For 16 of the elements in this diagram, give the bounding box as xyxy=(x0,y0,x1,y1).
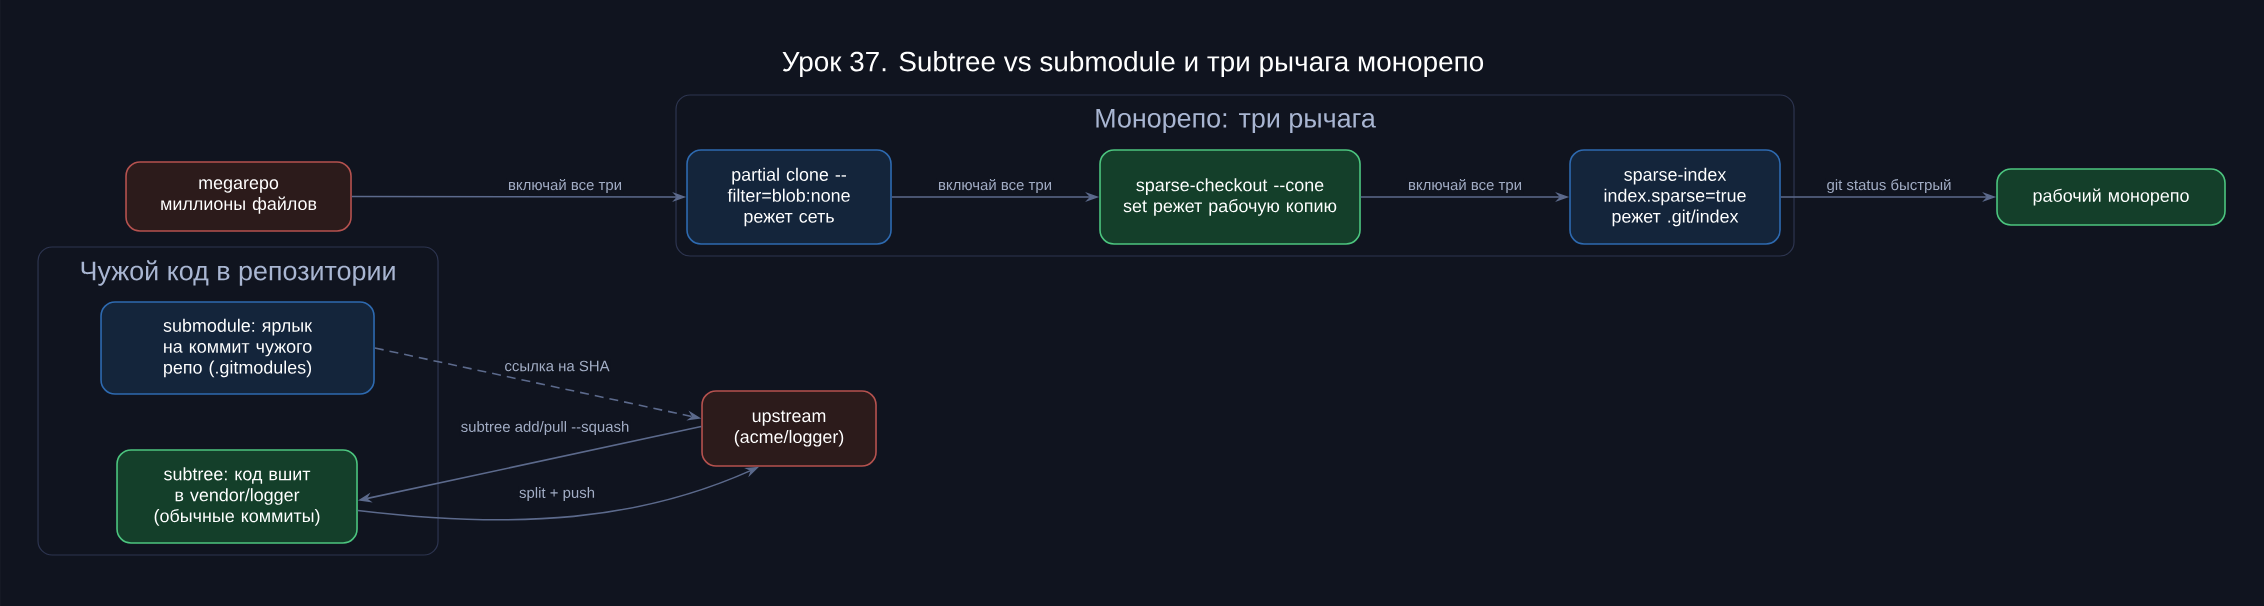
process-box: partial clone --filter=blob:none режет сеть xyxy=(686,149,892,245)
process-box: subtree: код вшит в vendor/logger (обычные коммиты) xyxy=(116,449,358,544)
process-box: submodule: ярлык на коммит чужого репо (.gitmodules) xyxy=(100,301,375,395)
process-box: upstream (acme/logger) xyxy=(701,390,877,467)
edge-label: включай все три xyxy=(939,178,1051,194)
edge-label: split + push xyxy=(519,487,595,501)
process-box: sparse-index index.sparse=true режет .git/index xyxy=(1569,149,1781,245)
title: Урок 37. Subtree vs submodule и три рычага монорепо xyxy=(782,51,1484,77)
edge-label: включай все три xyxy=(1409,178,1521,194)
edge-label: subtree add/pull --squash xyxy=(461,421,629,435)
edge-label: ссылка на SHA xyxy=(505,360,610,372)
process-box: sparse-checkout --cone set режет рабочую копию xyxy=(1099,149,1361,245)
process-box: рабочий монорепо xyxy=(1996,168,2226,226)
edge-label: git status быстрый xyxy=(1827,178,1951,194)
process-box: megarepo миллионы файлов xyxy=(125,161,352,232)
edge-label: включай все три xyxy=(509,178,621,194)
